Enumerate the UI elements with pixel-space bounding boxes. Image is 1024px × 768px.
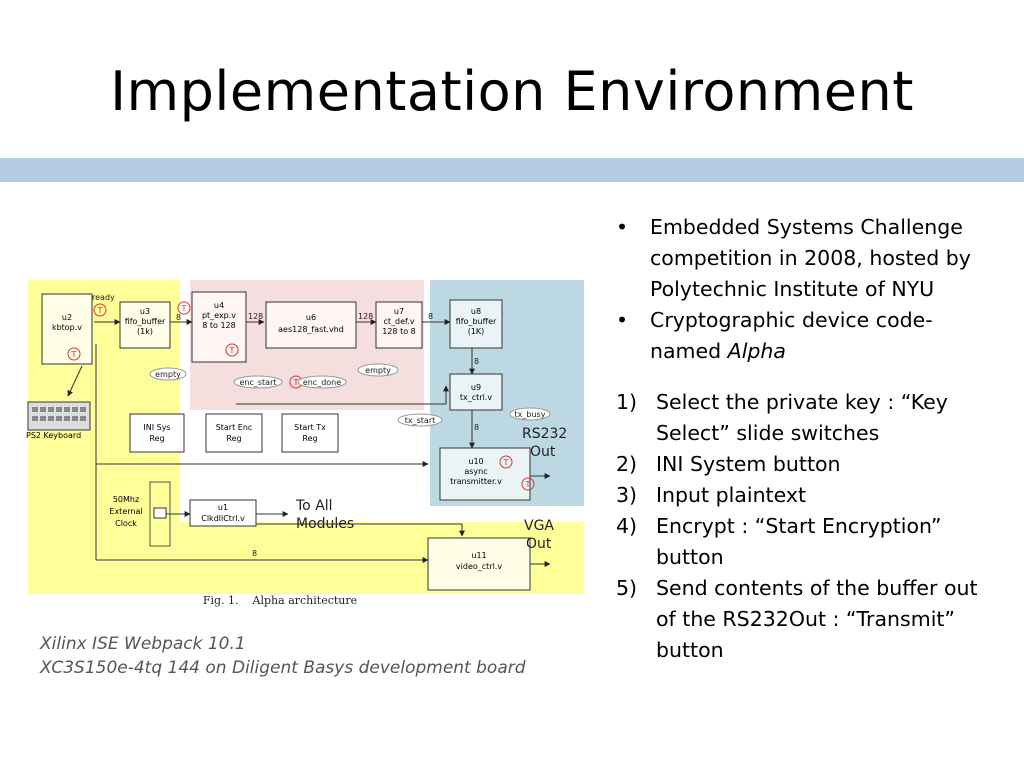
clock-label-1: 50Mhz [113, 495, 139, 504]
step-item: 3)Input plaintext [616, 483, 807, 507]
svg-text:Start Tx: Start Tx [294, 423, 326, 432]
svg-text:(1K): (1K) [468, 327, 485, 336]
environment-notes: Xilinx ISE Webpack 10.1 XC3S150e-4tq 144… [40, 632, 526, 680]
signal-tx-busy: tx_busy [515, 410, 546, 419]
rs232-label-2: Out [530, 444, 556, 460]
bus-width-label: 8 [176, 313, 181, 322]
svg-text:aes128_fast.vhd: aes128_fast.vhd [278, 325, 344, 334]
svg-text:128 to 8: 128 to 8 [382, 327, 415, 336]
block-u2: u2 kbtop.v [41, 293, 93, 365]
svg-text:transmitter.v: transmitter.v [450, 477, 502, 486]
svg-text:u6: u6 [306, 313, 316, 322]
svg-text:u10: u10 [468, 457, 483, 466]
block-u11: u11 video_ctrl.v [427, 537, 531, 591]
vga-label-1: VGA [524, 518, 554, 534]
block-u10: u10 async transmitter.v [439, 447, 531, 501]
svg-text:(1k): (1k) [137, 327, 153, 336]
caption-text: Alpha architecture [252, 594, 358, 607]
caption-fig-number: Fig. 1. [202, 594, 239, 607]
test-point-label: T [181, 304, 187, 313]
step-item: 5)Send contents of the buffer out of the… [616, 576, 978, 662]
test-point-label: T [229, 346, 235, 355]
signal-tx-start: tx_start [405, 416, 436, 425]
svg-text:INI Sys: INI Sys [143, 423, 170, 432]
note-line: XC3S150e-4tq 144 on Diligent Basys devel… [40, 658, 526, 678]
architecture-diagram: u2 kbtop.v u3 fifo_buffer (1k) u4 pt_exp… [26, 280, 584, 594]
block-u1: u1 ClkdllCtrl.v [189, 499, 257, 527]
svg-text:fifo_buffer: fifo_buffer [125, 317, 166, 326]
rs232-label-1: RS232 [522, 426, 567, 442]
bus-width-label: 8 [252, 549, 257, 558]
svg-text:u1: u1 [218, 503, 228, 512]
svg-text:u4: u4 [214, 301, 224, 310]
to-all-label-1: To All [295, 498, 333, 514]
signal-enc-done: enc_done [303, 378, 341, 387]
block-u3: u3 fifo_buffer (1k) [119, 301, 171, 349]
clock-crystal-icon [149, 481, 171, 547]
bus-width-label: 8 [474, 423, 479, 432]
block-u7: u7 ct_def.v 128 to 8 [375, 301, 423, 349]
svg-text:u3: u3 [140, 307, 150, 316]
svg-text:pt_exp.v: pt_exp.v [202, 311, 236, 320]
test-point-label: T [71, 350, 77, 359]
block-u9: u9 tx_ctrl.v [449, 373, 503, 411]
svg-text:ClkdllCtrl.v: ClkdllCtrl.v [201, 514, 245, 523]
block-ini-sys-reg: INI Sys Reg [129, 413, 185, 453]
svg-text:u9: u9 [471, 383, 481, 392]
keyboard-label: PS2 Keyboard [26, 431, 81, 440]
svg-text:tx_ctrl.v: tx_ctrl.v [460, 393, 492, 402]
test-point-label: T [503, 458, 509, 467]
block-u8: u8 fifo_buffer (1K) [449, 299, 503, 349]
svg-text:video_ctrl.v: video_ctrl.v [456, 562, 502, 571]
keyboard-icon [27, 401, 91, 431]
svg-text:fifo_buffer: fifo_buffer [456, 317, 497, 326]
svg-text:Reg: Reg [302, 434, 317, 443]
svg-text:u11: u11 [471, 551, 486, 560]
vga-label-2: Out [526, 536, 552, 552]
block-u6: u6 aes128_fast.vhd [265, 301, 357, 349]
bus-width-label: 128 [358, 312, 373, 321]
bullet-item: Embedded Systems Challenge competition i… [614, 212, 990, 305]
signal-enc-start: enc_start [239, 378, 276, 387]
signal-ready: ready [92, 293, 115, 302]
bus-width-label: 8 [474, 357, 479, 366]
signal-empty: empty [365, 366, 391, 375]
bus-width-label: 8 [428, 312, 433, 321]
slide-title: Implementation Environment [110, 60, 914, 123]
test-point-label: T [97, 306, 103, 315]
clock-label-2: External [109, 507, 142, 516]
svg-text:Reg: Reg [149, 434, 164, 443]
svg-text:Reg: Reg [226, 434, 241, 443]
block-start-tx-reg: Start Tx Reg [281, 413, 339, 453]
step-item: 4)Encrypt : “Start Encryption” button [616, 514, 942, 569]
bus-width-label: 128 [248, 312, 263, 321]
block-u4: u4 pt_exp.v 8 to 128 [191, 291, 247, 363]
content-panel: Embedded Systems Challenge competition i… [614, 212, 990, 666]
bullet-item: Cryptographic device code-named Alpha [614, 305, 990, 367]
test-point-label: T [293, 378, 299, 387]
svg-text:kbtop.v: kbtop.v [52, 323, 82, 332]
svg-text:8 to 128: 8 to 128 [202, 321, 235, 330]
signal-empty: empty [155, 370, 181, 379]
clock-label-3: Clock [115, 519, 137, 528]
svg-text:async: async [464, 467, 487, 476]
svg-text:u2: u2 [62, 313, 72, 322]
svg-text:ct_def.v: ct_def.v [383, 317, 414, 326]
diagram-caption: Fig. 1. Alpha architecture [0, 594, 560, 607]
note-line: Xilinx ISE Webpack 10.1 [40, 634, 246, 654]
title-divider-band [0, 158, 1024, 182]
block-start-enc-reg: Start Enc Reg [205, 413, 263, 453]
steps-list: 1)Select the private key : “Key Select” … [614, 387, 990, 666]
step-item: 2)INI System button [616, 452, 841, 476]
svg-text:u7: u7 [394, 307, 404, 316]
test-point-label: T [525, 480, 531, 489]
bullet-list: Embedded Systems Challenge competition i… [614, 212, 990, 367]
svg-text:Start Enc: Start Enc [216, 423, 253, 432]
to-all-label-2: Modules [296, 516, 354, 532]
svg-text:u8: u8 [471, 307, 481, 316]
step-item: 1)Select the private key : “Key Select” … [616, 390, 948, 445]
